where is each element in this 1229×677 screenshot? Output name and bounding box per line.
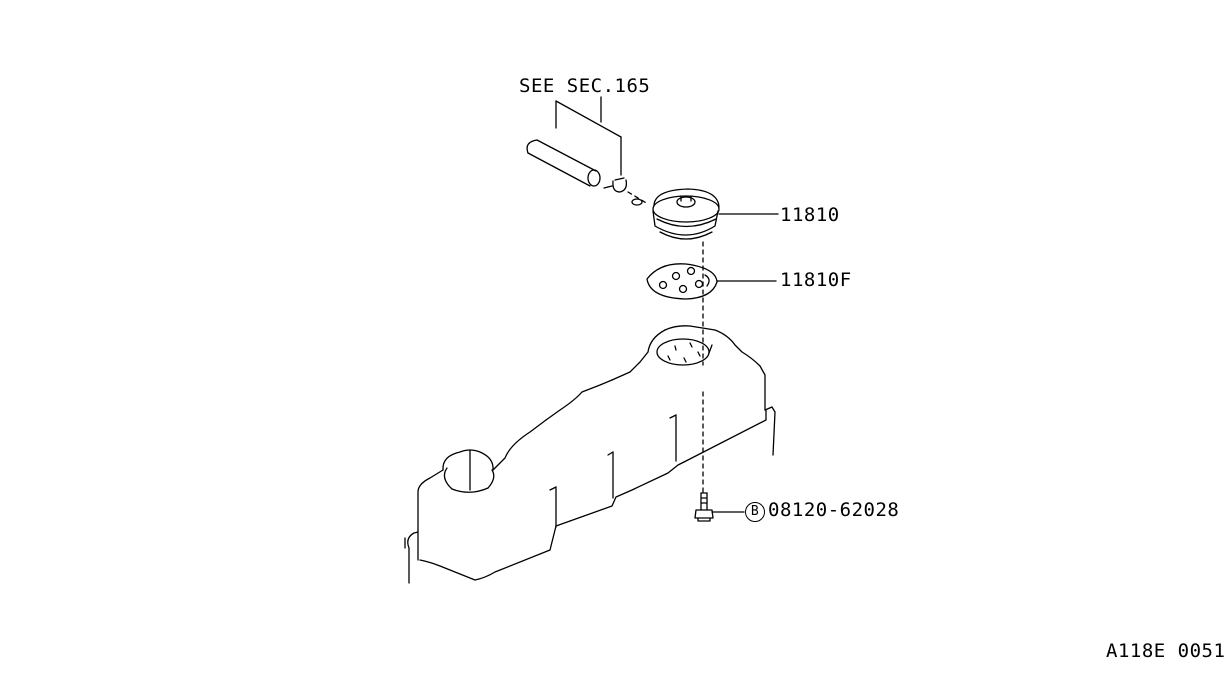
- part-number-gasket: 11810F: [780, 269, 852, 291]
- gasket-part: [646, 263, 777, 300]
- bolt-part: [694, 492, 745, 522]
- bolt-part-number: 08120-62028: [768, 499, 900, 521]
- hose-valve-dash: [627, 191, 649, 205]
- part-number-valve: 11810: [780, 204, 840, 226]
- hose-clamp-part: [603, 177, 628, 193]
- see-sec-leader: [555, 96, 622, 176]
- see-section-label: SEE SEC.165: [519, 75, 651, 97]
- hose-part: [526, 139, 601, 187]
- bolt-prefix-circle: B: [745, 502, 765, 522]
- rocker-cover-part: [404, 325, 776, 584]
- pcv-valve-part: [631, 188, 777, 240]
- figure-code: A118E 0051: [1106, 640, 1226, 662]
